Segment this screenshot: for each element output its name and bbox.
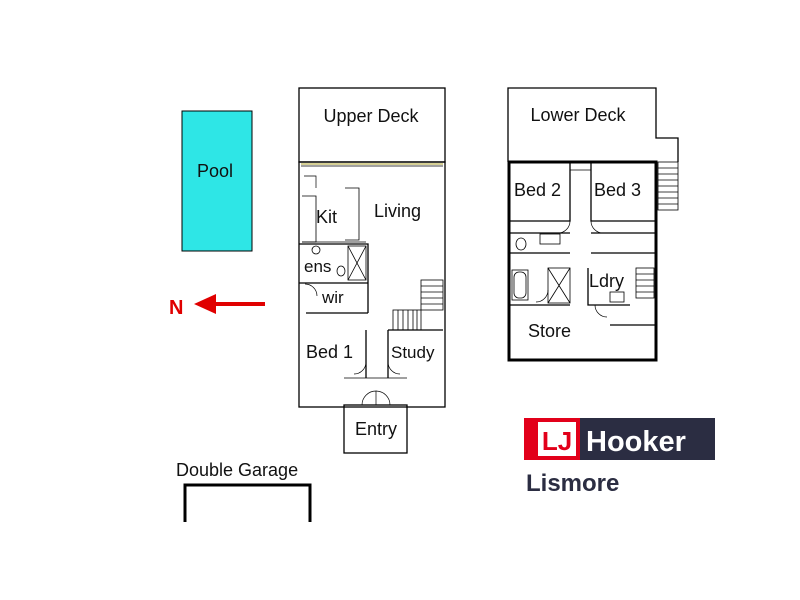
logo-name: Hooker: [586, 426, 686, 458]
north-label: N: [169, 297, 183, 319]
study-label: Study: [391, 343, 435, 362]
kitchen-label: Kit: [316, 207, 337, 227]
ensuite-label: ens: [304, 257, 331, 276]
bed-2-label: Bed 2: [514, 180, 561, 200]
lower-floor-plan: [507, 87, 679, 362]
upper-floor-plan: [298, 87, 446, 454]
bed-3-label: Bed 3: [594, 180, 641, 200]
pool-label: Pool: [197, 161, 233, 181]
office-label: Lismore: [526, 470, 619, 497]
lj-hooker-logo: LJ Hooker: [524, 418, 715, 460]
garage-outline: [183, 483, 312, 522]
entry-label: Entry: [355, 419, 397, 439]
lower-deck-label: Lower Deck: [530, 105, 626, 125]
living-label: Living: [374, 201, 421, 221]
bed-1-label: Bed 1: [306, 342, 353, 362]
upper-deck-label: Upper Deck: [323, 106, 419, 126]
laundry-label: Ldry: [589, 271, 624, 291]
store-label: Store: [528, 321, 571, 341]
north-arrow-icon: [194, 294, 265, 314]
double-garage-label: Double Garage: [176, 460, 298, 480]
pool: [181, 110, 253, 252]
logo-initials: LJ: [542, 426, 572, 456]
wir-label: wir: [321, 288, 344, 307]
